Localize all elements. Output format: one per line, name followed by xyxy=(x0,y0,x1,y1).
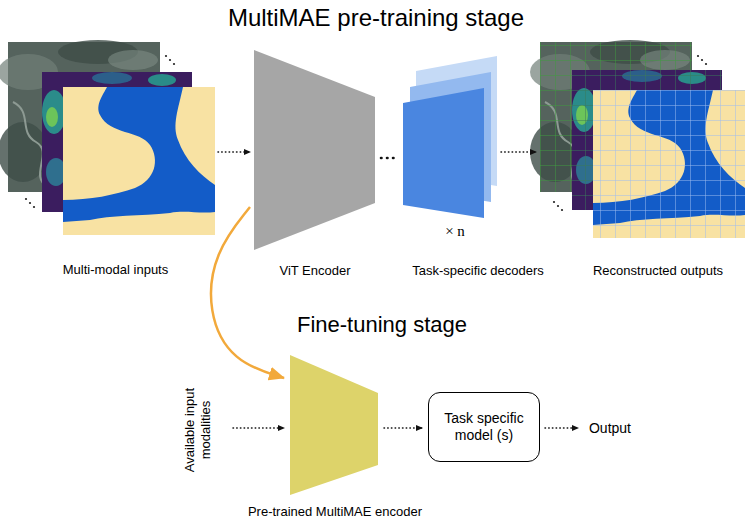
node-label: Task specific model (s) xyxy=(440,410,528,444)
dot xyxy=(697,55,699,57)
node-label: Multi-modal inputs xyxy=(2,262,229,278)
image-stack: Multi-modal inputs xyxy=(8,42,215,235)
input-label-node: Available input modalities xyxy=(181,380,215,480)
encoder-trapezoid: Pre-trained MultiMAE encoder xyxy=(290,355,378,495)
image-stack: Reconstructed outputs xyxy=(540,42,745,240)
dot xyxy=(29,202,31,204)
ellipsis-dots xyxy=(553,55,707,211)
node-shape xyxy=(254,50,375,250)
node-label: Output xyxy=(589,420,631,437)
patch-grid xyxy=(593,90,745,238)
node-label: × n xyxy=(425,222,485,240)
stage-title: MultiMAE pre-training stage xyxy=(0,4,752,32)
dotted-arrow xyxy=(545,427,578,429)
dotted-arrow xyxy=(384,427,422,429)
dot xyxy=(553,201,555,203)
dot xyxy=(557,205,559,207)
dot xyxy=(701,59,703,61)
shape-fill xyxy=(254,50,375,250)
output-segmentation xyxy=(593,90,745,238)
node-label: Reconstructed outputs xyxy=(558,263,752,279)
dot xyxy=(33,206,35,208)
node-shape xyxy=(402,55,497,218)
input-segmentation xyxy=(63,87,215,235)
node-label: ViT Encoder xyxy=(235,263,395,279)
dot xyxy=(25,198,27,200)
dot xyxy=(561,209,563,211)
node-label: Task-specific decoders xyxy=(388,263,568,279)
shape-fill xyxy=(403,88,484,218)
dot xyxy=(705,63,707,65)
node-label: Available input modalities xyxy=(182,380,214,480)
stage-heading: Fine-tuning stage xyxy=(232,312,532,338)
dotted-arrow xyxy=(381,157,394,160)
ellipsis-dots xyxy=(25,55,175,208)
node-label: Pre-trained MultiMAE encoder xyxy=(215,504,455,520)
encoder-trapezoid: ViT Encoder xyxy=(254,50,375,250)
node-shape xyxy=(290,355,378,495)
transfer-arrow xyxy=(211,207,284,378)
dotted-arrow xyxy=(233,427,284,429)
dotted-arrow xyxy=(501,151,536,153)
dot xyxy=(169,59,171,61)
dot xyxy=(173,63,175,65)
process-box: Task specific model (s) xyxy=(428,392,540,462)
output-node: Output xyxy=(583,418,637,438)
dot xyxy=(165,55,167,57)
decoder-stack: × nTask-specific decoders xyxy=(402,55,497,218)
shape-fill xyxy=(290,355,378,495)
dotted-arrow xyxy=(218,151,250,153)
